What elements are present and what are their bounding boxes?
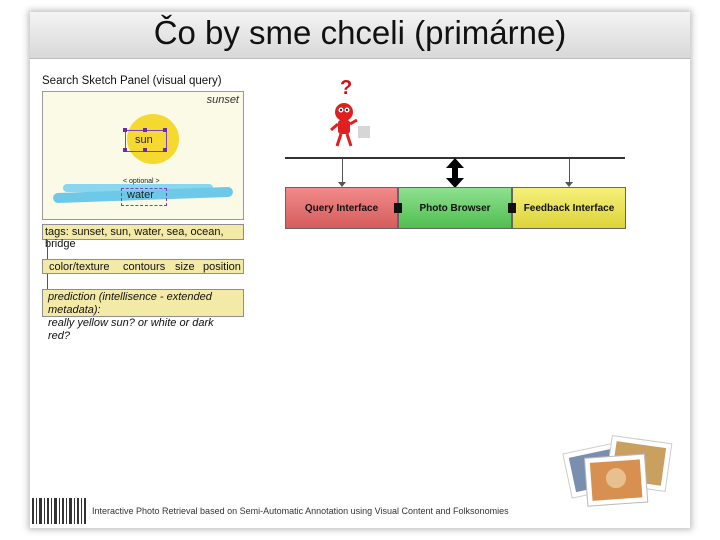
connector-line <box>569 159 570 183</box>
port-marker <box>394 203 402 213</box>
resize-handle[interactable] <box>143 148 147 152</box>
resize-handle[interactable] <box>123 148 127 152</box>
property-size[interactable]: size <box>175 261 195 273</box>
title-bar: Čo by sme chceli (primárne) <box>30 12 690 59</box>
arrow-down-icon <box>338 182 346 187</box>
connector-line <box>47 240 48 259</box>
question-mark: ? <box>340 77 352 99</box>
arrow-down-icon <box>565 182 573 187</box>
sketch-canvas[interactable]: sunset sun < optional > water <box>42 91 244 220</box>
prediction-line-1: prediction (intellisence - extended meta… <box>48 291 212 316</box>
resize-handle[interactable] <box>163 148 167 152</box>
photo-browser-block: Photo Browser <box>398 187 512 229</box>
footer-text: Interactive Photo Retrieval based on Sem… <box>92 506 509 516</box>
optional-label: < optional > <box>123 178 160 185</box>
slide-title: Čo by sme chceli (primárne) <box>153 14 567 51</box>
double-arrow-icon <box>446 158 464 188</box>
scene-label: sunset <box>206 94 239 106</box>
prediction-box: prediction (intellisence - extended meta… <box>42 289 244 342</box>
feedback-interface-block: Feedback Interface <box>512 187 626 229</box>
properties-bar: color/texture contours size position <box>42 259 244 274</box>
sketch-panel-title: Search Sketch Panel (visual query) <box>42 75 222 87</box>
property-contours[interactable]: contours <box>123 261 166 273</box>
sun-shape[interactable] <box>127 114 179 164</box>
property-color-texture[interactable]: color/texture <box>49 261 110 273</box>
connector-line <box>342 159 343 183</box>
barcode-icon <box>32 498 86 524</box>
connector-line <box>47 274 48 289</box>
resize-handle[interactable] <box>123 128 127 132</box>
resize-handle[interactable] <box>143 128 147 132</box>
query-interface-block: Query Interface <box>285 187 398 229</box>
photo-stack-icon <box>562 434 673 507</box>
property-position[interactable]: position <box>203 261 241 273</box>
water-label: water <box>127 189 154 201</box>
sun-label: sun <box>135 134 153 146</box>
thinking-mascot-icon: ? <box>330 77 370 147</box>
resize-handle[interactable] <box>163 128 167 132</box>
water-selection-box[interactable] <box>121 188 167 206</box>
tags-field[interactable]: tags: sunset, sun, water, sea, ocean, br… <box>42 224 244 250</box>
port-marker <box>508 203 516 213</box>
prediction-line-2: really yellow sun? or white or dark red? <box>48 317 214 342</box>
